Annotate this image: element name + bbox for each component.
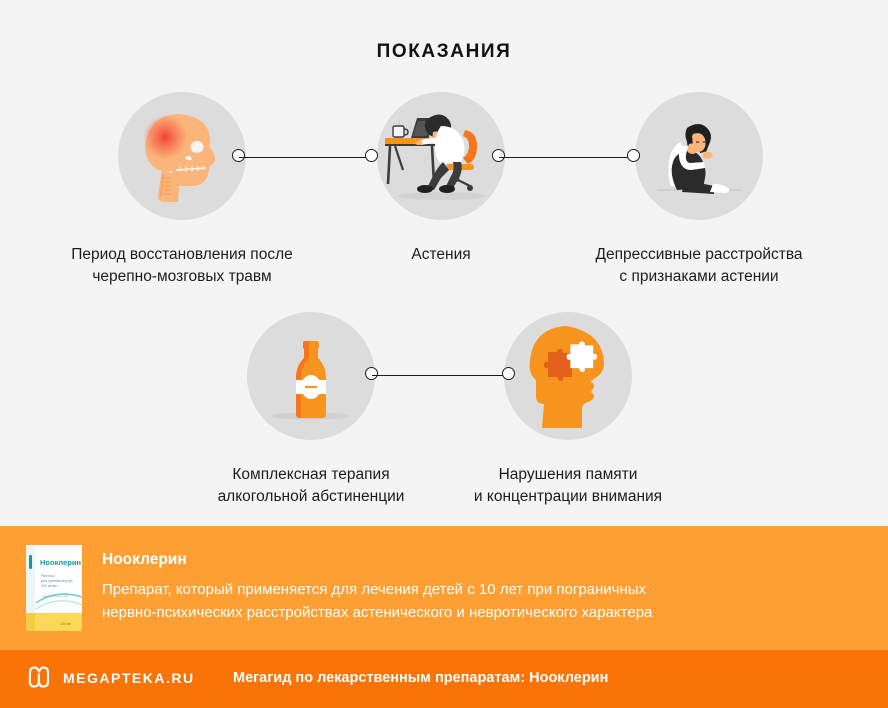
- logo-wordmark[interactable]: MEGAPTEKA.RU: [63, 670, 195, 686]
- connector-dot: [365, 367, 378, 380]
- product-text-block: Нооклерин Препарат, который применяется …: [102, 551, 862, 624]
- connector-dot: [627, 149, 640, 162]
- svg-text:для приема внутрь: для приема внутрь: [41, 579, 73, 583]
- footer-tagline: Мегагид по лекарственным препаратам: Ноо…: [233, 670, 609, 686]
- svg-text:Нооклерин: Нооклерин: [40, 558, 81, 567]
- indication-caption: Депрессивные расстройства с признаками а…: [595, 246, 803, 285]
- megapteka-m-logo-icon[interactable]: [25, 663, 53, 691]
- svg-text:деанола ацеглумат: деанола ацеглумат: [42, 594, 70, 598]
- indication-node-depression: Депрессивные расстройства с признаками а…: [583, 92, 815, 288]
- indication-node-alcohol-withdrawal: Комплексная терапия алкогольной абстинен…: [195, 312, 427, 508]
- connector-line-3: [365, 367, 515, 383]
- indication-node-head-trauma: Период восстановления после черепно-мозг…: [66, 92, 298, 288]
- beer-bottle-icon: [271, 341, 351, 420]
- indication-caption: Комплексная терапия алкогольной абстинен…: [217, 466, 405, 505]
- connector-dot: [502, 367, 515, 380]
- icon-container: [504, 312, 632, 440]
- icon-container: [247, 312, 375, 440]
- connector-dot: [365, 149, 378, 162]
- depressed-person-icon: [657, 124, 741, 194]
- product-banner: Нооклерин Раствор для приема внутрь 200 …: [0, 526, 888, 650]
- product-name: Нооклерин: [102, 551, 187, 568]
- indication-node-asthenia: Астения: [325, 92, 557, 266]
- icon-container: [118, 92, 246, 220]
- connector-dot: [492, 149, 505, 162]
- indication-caption: Период восстановления после черепно-мозг…: [71, 246, 293, 285]
- head-puzzle-icon: [529, 326, 604, 428]
- svg-text:100 мл: 100 мл: [60, 622, 71, 626]
- connector-segment: [239, 156, 371, 159]
- tired-person-at-desk-icon: [385, 114, 485, 200]
- svg-text:200 мг/мл: 200 мг/мл: [41, 584, 57, 588]
- indication-caption: Нарушения памяти и концентрации внимания: [473, 466, 663, 505]
- icon-container: [635, 92, 763, 220]
- puzzle-piece-white: [566, 341, 597, 372]
- connector-segment: [499, 156, 633, 159]
- indication-node-memory-concentration: Нарушения памяти и концентрации внимания: [452, 312, 684, 508]
- svg-text:Раствор: Раствор: [41, 574, 55, 578]
- footer-bar: [0, 650, 888, 708]
- connector-line-2: [492, 149, 640, 165]
- page-title: ПОКАЗАНИЯ: [376, 41, 512, 62]
- indication-caption: Астения: [411, 246, 471, 263]
- icon-container: [377, 92, 505, 220]
- connector-segment: [372, 374, 508, 377]
- injured-skull-icon: [143, 114, 215, 202]
- connector-line-1: [232, 149, 378, 165]
- product-description: Препарат, который применяется для лечени…: [102, 581, 653, 621]
- product-package-image: Нооклерин Раствор для приема внутрь 200 …: [26, 545, 82, 631]
- connector-dot: [232, 149, 245, 162]
